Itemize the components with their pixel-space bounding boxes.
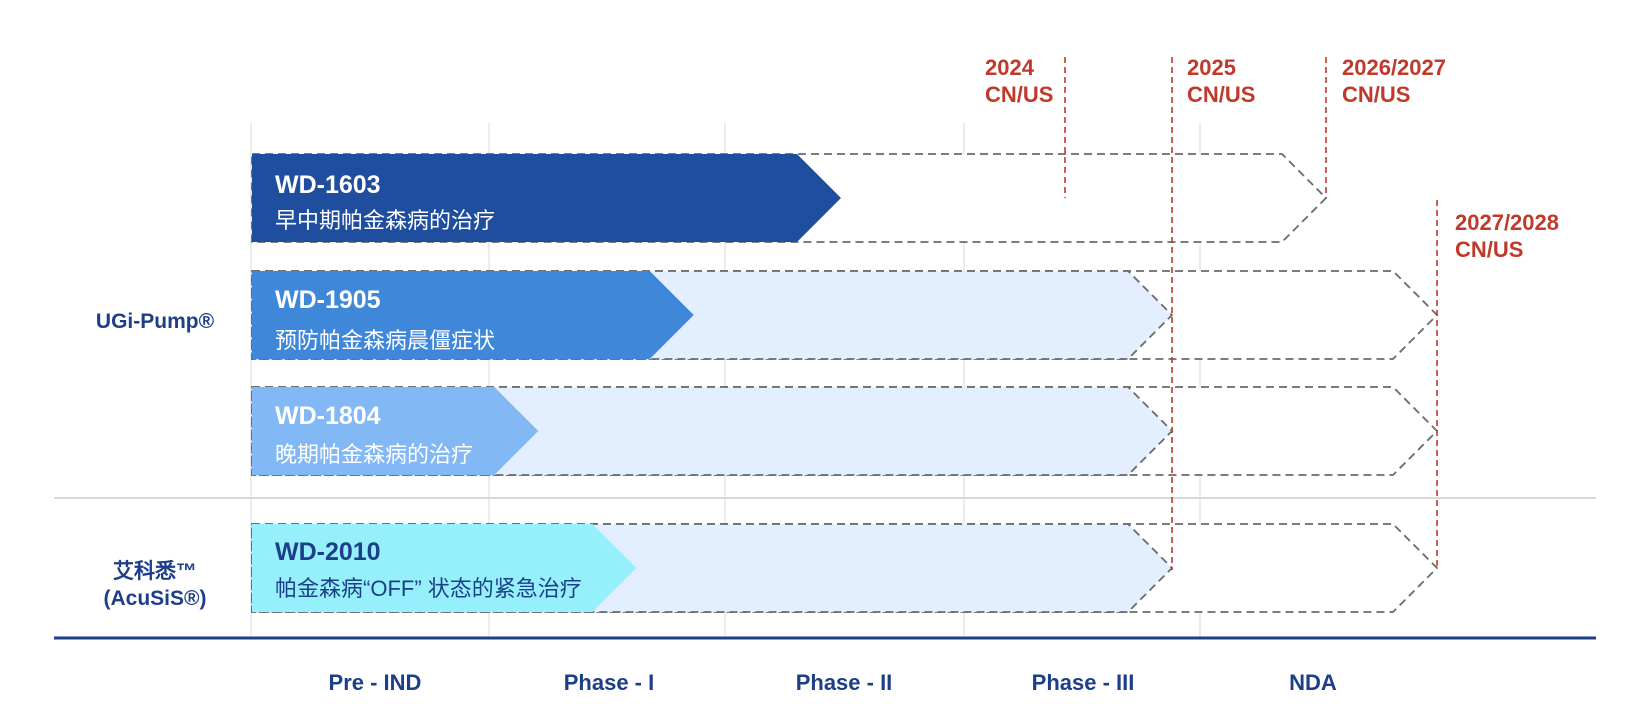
milestone-2025: 2025 CN/US (1187, 55, 1255, 107)
milestone-2027-2028: 2027/2028 CN/US (1455, 210, 1559, 262)
program-wd-1804: WD-1804 晚期帕金森病的治疗 (275, 402, 473, 467)
program-code: WD-1603 (275, 171, 381, 199)
program-wd-1905: WD-1905 预防帕金森病晨僵症状 (275, 286, 495, 353)
program-wd-2010: WD-2010 帕金森病“OFF” 状态的紧急治疗 (275, 538, 582, 601)
progress-bar (252, 387, 539, 475)
progress-bars (252, 154, 841, 612)
group-label-acusis-en: (AcuSiS®) (104, 587, 207, 610)
phase-label-phase-iii: Phase - III (1032, 670, 1135, 695)
milestone-2026-2027: 2026/2027 CN/US (1342, 55, 1446, 107)
program-description: 晚期帕金森病的治疗 (275, 442, 473, 467)
group-label-acusis-cn: 艾科悉™ (113, 559, 197, 583)
program-code: WD-1905 (275, 286, 381, 314)
program-description: 预防帕金森病晨僵症状 (275, 328, 495, 353)
progress-bar (252, 271, 694, 359)
program-code: WD-2010 (275, 538, 381, 566)
phase-label-phase-i: Phase - I (564, 670, 654, 695)
milestone-region: CN/US (985, 82, 1053, 107)
progress-bar (252, 524, 637, 612)
milestone-year: 2025 (1187, 55, 1236, 80)
milestone-markers (1064, 57, 1438, 570)
program-description: 早中期帕金森病的治疗 (275, 208, 495, 233)
milestone-region: CN/US (1187, 82, 1255, 107)
phase-label-nda: NDA (1289, 670, 1337, 695)
milestone-year: 2027/2028 (1455, 210, 1559, 235)
group-label-ugi-pump: UGi-Pump® (96, 310, 215, 333)
milestone-year: 2026/2027 (1342, 55, 1446, 80)
phase-label-pre-ind: Pre - IND (329, 670, 422, 695)
phase-label-phase-ii: Phase - II (796, 670, 893, 695)
milestone-2024: 2024 CN/US (985, 55, 1053, 107)
milestone-year: 2024 (985, 55, 1035, 80)
milestone-region: CN/US (1455, 237, 1523, 262)
progress-bar (252, 154, 841, 242)
program-code: WD-1804 (275, 402, 381, 430)
milestone-region: CN/US (1342, 82, 1410, 107)
program-description: 帕金森病“OFF” 状态的紧急治疗 (275, 576, 582, 601)
program-wd-1603: WD-1603 早中期帕金森病的治疗 (275, 171, 495, 233)
